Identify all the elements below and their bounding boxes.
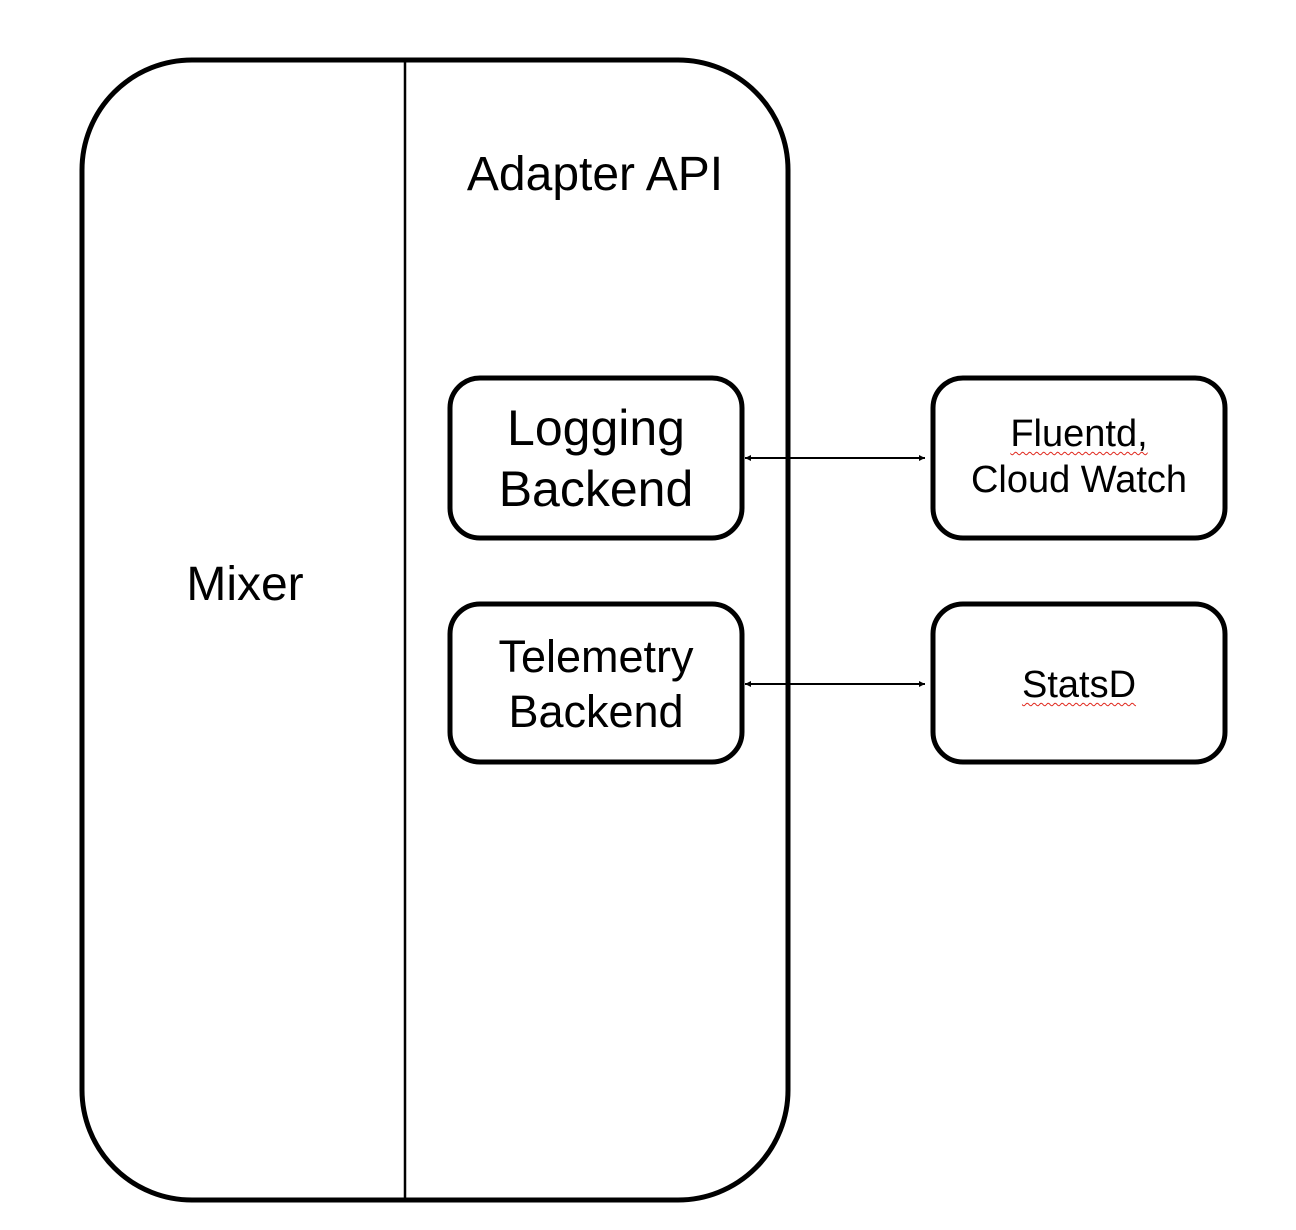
fluentd-line2: Cloud Watch [970, 459, 1188, 502]
logging-backend-line2: Backend [498, 461, 694, 517]
fluentd-box [930, 375, 1228, 541]
mixer-container [79, 57, 791, 1203]
fluentd-label: Fluentd, Cloud Watch [935, 411, 1223, 504]
statsd-label: StatsD [935, 662, 1223, 708]
telemetry-backend-line2: Backend [508, 685, 684, 737]
logging-backend-line1: Logging [507, 400, 685, 456]
adapter-api-title: Adapter API [466, 148, 724, 201]
telemetry-backend-line1: Telemetry [498, 631, 694, 682]
telemetry-backend-box [447, 601, 745, 765]
statsd-line1: StatsD [1021, 664, 1137, 706]
fluentd-line1: Fluentd, [1010, 413, 1148, 455]
logging-backend-box [447, 375, 745, 541]
statsd-box [930, 601, 1228, 765]
mixer-label: Mixer [186, 558, 304, 611]
logging-backend-label: Logging Backend [450, 398, 742, 520]
telemetry-backend-label: Telemetry Backend [450, 630, 742, 740]
